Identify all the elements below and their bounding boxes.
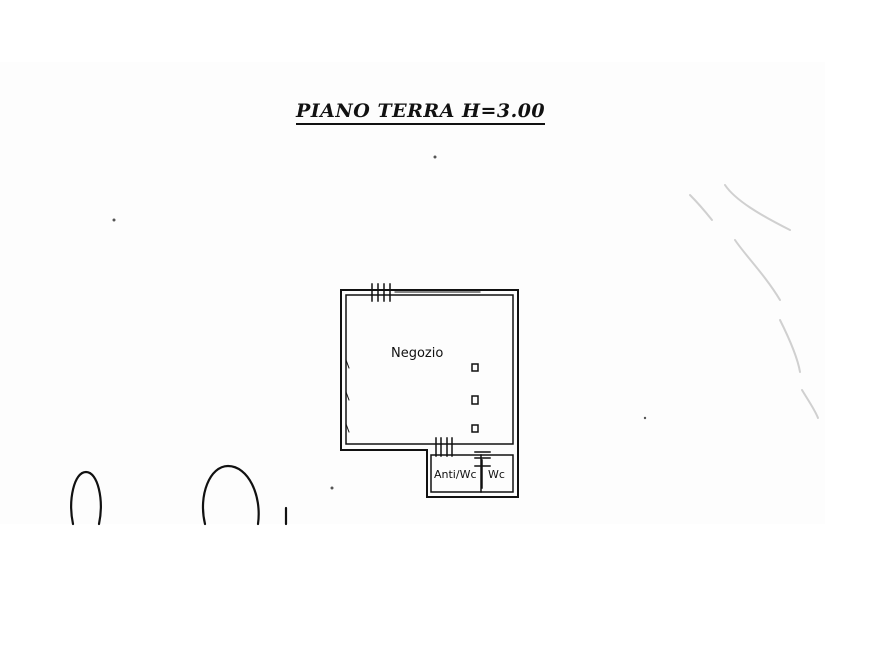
scanned-sheet <box>0 62 825 524</box>
room-label-wc: Wc <box>488 468 505 481</box>
plan-title: PIANO TERRA H=3.00 <box>296 100 546 125</box>
wc-inner-wall <box>430 454 514 493</box>
room-label-negozio: Negozio <box>391 346 444 361</box>
pillar <box>471 395 479 405</box>
inner-wall <box>345 294 514 445</box>
door-marks <box>435 437 491 489</box>
room-label-antiwc: Anti/Wc <box>434 468 477 481</box>
window-top <box>371 283 481 302</box>
left-wall-ticks <box>345 359 350 433</box>
outer-wall <box>340 289 519 498</box>
handwritten-loops <box>70 464 288 526</box>
handwritten-note <box>689 184 819 419</box>
pillar <box>471 363 479 372</box>
pillar <box>471 424 479 433</box>
scan-specks <box>112 155 647 490</box>
